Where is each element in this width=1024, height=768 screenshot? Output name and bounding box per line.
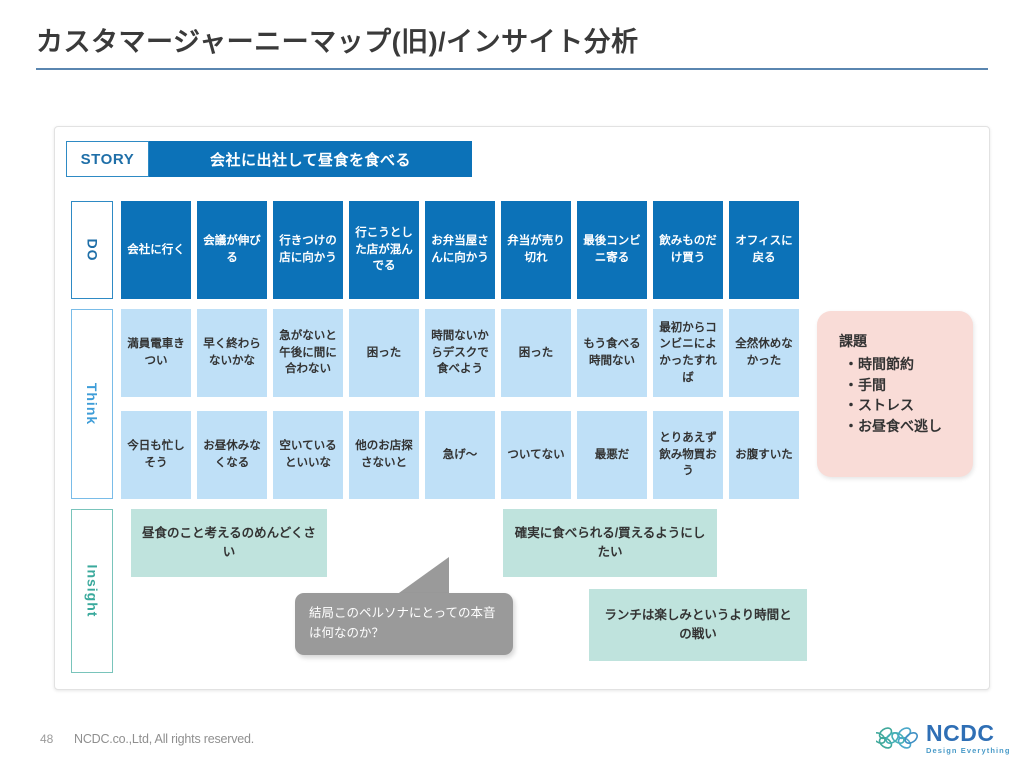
- do-cell[interactable]: 弁当が売り切れ: [501, 201, 571, 299]
- ncdc-flower-icon: [876, 727, 918, 750]
- think-cell[interactable]: 空いているといいな: [273, 411, 343, 499]
- think-cell[interactable]: 最初からコンビニによかったすれば: [653, 309, 723, 397]
- row-label-think-text: Think: [84, 382, 100, 426]
- think-cell[interactable]: 全然休めなかった: [729, 309, 799, 397]
- think-cell[interactable]: とりあえず飲み物買おう: [653, 411, 723, 499]
- ncdc-logo: NCDC Design Everything: [876, 722, 1011, 755]
- logo-text: NCDC Design Everything: [926, 722, 1011, 755]
- do-cell[interactable]: 行こうとした店が混んでる: [349, 201, 419, 299]
- think-cell[interactable]: 急げ〜: [425, 411, 495, 499]
- issue-card: 課題 ・時間節約 ・手間 ・ストレス ・お昼食べ逃し: [817, 311, 973, 477]
- issue-card-title: 課題: [839, 333, 867, 349]
- logo-tagline: Design Everything: [926, 746, 1011, 755]
- do-cell[interactable]: 飲みものだけ買う: [653, 201, 723, 299]
- think-cell[interactable]: 他のお店探さないと: [349, 411, 419, 499]
- row-label-do-text: DO: [84, 238, 100, 262]
- think-row-2: 今日も忙しそう お昼休みなくなる 空いているといいな 他のお店探さないと 急げ〜…: [121, 411, 799, 499]
- journey-map-board: STORY 会社に出社して昼食を食べる DO Think Insight 会社に…: [54, 126, 990, 690]
- row-label-insight: Insight: [71, 509, 113, 673]
- page-title: カスタマージャーニーマップ(旧)/インサイト分析: [36, 27, 639, 57]
- story-headline: 会社に出社して昼食を食べる: [149, 141, 472, 177]
- row-label-insight-text: Insight: [84, 564, 101, 618]
- think-cell[interactable]: ついてない: [501, 411, 571, 499]
- think-cell[interactable]: 困った: [349, 309, 419, 397]
- speech-bubble[interactable]: 結局このペルソナにとっての本音は何なのか？: [295, 593, 513, 655]
- issue-card-item: ・ストレス: [844, 397, 914, 414]
- row-label-do: DO: [71, 201, 113, 299]
- do-cell[interactable]: 最後コンビニ寄る: [577, 201, 647, 299]
- row-label-think: Think: [71, 309, 113, 499]
- page-number: 48: [40, 732, 54, 746]
- logo-wordmark: NCDC: [926, 720, 995, 746]
- issue-card-item: ・手間: [844, 376, 886, 393]
- do-cell[interactable]: 会社に行く: [121, 201, 191, 299]
- think-cell[interactable]: お昼休みなくなる: [197, 411, 267, 499]
- think-cell[interactable]: 時間ないからデスクで食べよう: [425, 309, 495, 397]
- do-cell[interactable]: お弁当屋さんに向かう: [425, 201, 495, 299]
- think-cell[interactable]: 最悪だ: [577, 411, 647, 499]
- insight-box[interactable]: 確実に食べられる/買えるようにしたい: [503, 509, 717, 577]
- think-cell[interactable]: 困った: [501, 309, 571, 397]
- think-cell[interactable]: もう食べる時間ない: [577, 309, 647, 397]
- copyright-text: NCDC.co.,Ltd, All rights reserved.: [74, 732, 255, 746]
- issue-card-item: ・お昼食べ逃し: [844, 418, 942, 435]
- insight-box[interactable]: ランチは楽しみというより時間との戦い: [589, 589, 807, 661]
- issue-card-item: ・時間節約: [844, 356, 914, 372]
- story-strip: STORY 会社に出社して昼食を食べる: [66, 141, 472, 177]
- think-cell[interactable]: 急がないと午後に間に合わない: [273, 309, 343, 397]
- think-cell[interactable]: 満員電車きつい: [121, 309, 191, 397]
- think-cell[interactable]: お腹すいた: [729, 411, 799, 499]
- do-cell[interactable]: オフィスに戻る: [729, 201, 799, 299]
- think-row-1: 満員電車きつい 早く終わらないかな 急がないと午後に間に合わない 困った 時間な…: [121, 309, 799, 397]
- think-cell[interactable]: 今日も忙しそう: [121, 411, 191, 499]
- story-tag: STORY: [66, 141, 149, 177]
- insight-box[interactable]: 昼食のこと考えるのめんどくさい: [131, 509, 327, 577]
- title-divider: [36, 68, 988, 70]
- do-cell[interactable]: 行きつけの店に向かう: [273, 201, 343, 299]
- do-cell[interactable]: 会議が伸びる: [197, 201, 267, 299]
- think-cell[interactable]: 早く終わらないかな: [197, 309, 267, 397]
- do-row: 会社に行く 会議が伸びる 行きつけの店に向かう 行こうとした店が混んでる お弁当…: [121, 201, 799, 299]
